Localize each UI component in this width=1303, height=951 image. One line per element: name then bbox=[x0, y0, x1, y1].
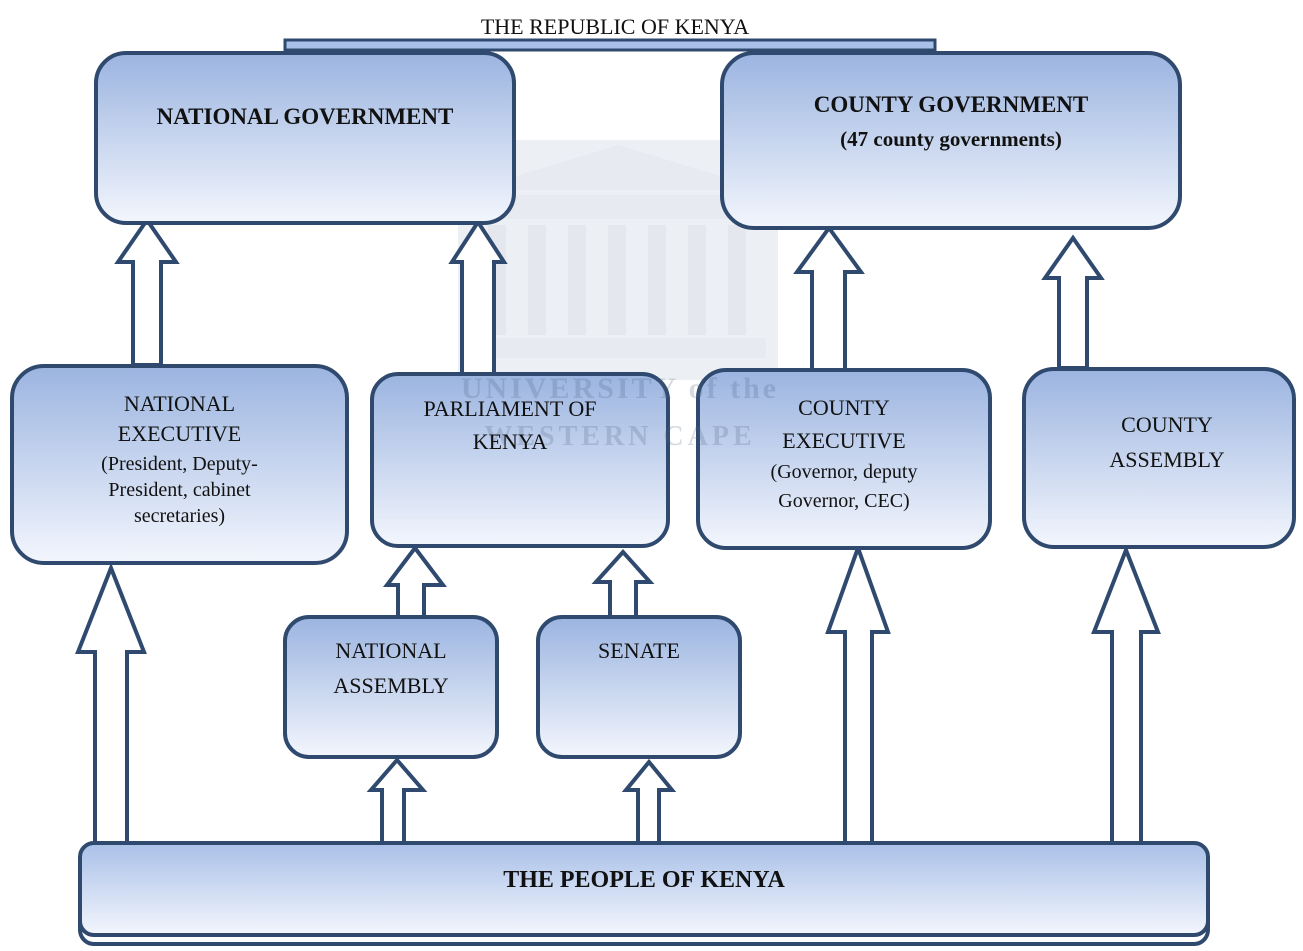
parliament-line2: KENYA bbox=[472, 428, 548, 454]
national-assembly-label: NATIONAL ASSEMBLY bbox=[285, 638, 497, 700]
national-government-label: NATIONAL GOVERNMENT bbox=[156, 104, 454, 129]
county-government-sublabel: (47 county governments) bbox=[840, 127, 1062, 151]
national-executive-line2: EXECUTIVE bbox=[117, 420, 242, 446]
county-executive-line2: EXECUTIVE bbox=[782, 427, 906, 453]
county-executive-line4: Governor, CEC) bbox=[778, 490, 910, 513]
watermark-line1: UNIVERSITY of the bbox=[461, 372, 779, 405]
university-watermark-logo bbox=[458, 140, 778, 380]
arrow-people-to-national-assembly bbox=[366, 756, 428, 847]
arrow-people-to-senate bbox=[621, 758, 677, 847]
county-assembly-label: COUNTY ASSEMBLY bbox=[1032, 412, 1302, 474]
arrow-senate-to-parliament bbox=[591, 549, 655, 619]
national-executive-line1: NATIONAL bbox=[123, 391, 236, 416]
county-government-box bbox=[720, 51, 1182, 230]
national-executive-line3: (President, Deputy- bbox=[101, 452, 258, 475]
senate-label: SENATE bbox=[598, 638, 680, 663]
parliament-line1: PARLIAMENT OF bbox=[423, 396, 597, 421]
national-assembly-line1: NATIONAL bbox=[335, 638, 447, 663]
county-executive-line3: (Governor, deputy bbox=[770, 460, 918, 483]
national-executive-line4: President, cabinet bbox=[108, 479, 251, 502]
arrow-parliament-to-national-government bbox=[448, 218, 508, 377]
arrow-people-to-national-executive bbox=[75, 562, 147, 847]
arrow-people-to-county-executive bbox=[825, 542, 891, 847]
republic-bar bbox=[283, 38, 937, 52]
county-executive-line1: COUNTY bbox=[798, 395, 890, 420]
national-assembly-box bbox=[283, 615, 499, 759]
arrow-national-executive-to-national-government bbox=[114, 216, 180, 367]
people-label: THE PEOPLE OF KENYA bbox=[503, 867, 785, 893]
county-assembly-line2: ASSEMBLY bbox=[1109, 446, 1225, 472]
county-government-label: COUNTY GOVERNMENT bbox=[813, 92, 1089, 117]
county-executive-label: COUNTY EXECUTIVE (Governor, deputy Gover… bbox=[698, 395, 990, 513]
arrow-county-executive-to-county-government bbox=[793, 224, 865, 372]
county-executive-box bbox=[696, 368, 992, 550]
national-executive-box bbox=[10, 364, 349, 565]
national-executive-line5: secretaries) bbox=[133, 505, 226, 528]
university-watermark-text: UNIVERSITY of the WESTERN CAPE bbox=[461, 372, 779, 452]
senate-box bbox=[536, 615, 742, 759]
national-executive-label: NATIONAL EXECUTIVE (President, Deputy- P… bbox=[12, 391, 347, 529]
national-government-box bbox=[94, 51, 516, 225]
parliament-label: PARLIAMENT OF KENYA bbox=[362, 396, 658, 456]
watermark-line2: WESTERN CAPE bbox=[484, 421, 755, 452]
arrow-county-assembly-to-county-government bbox=[1041, 234, 1105, 370]
arrow-national-assembly-to-parliament bbox=[382, 544, 448, 620]
arrow-people-to-county-assembly bbox=[1091, 544, 1161, 847]
national-assembly-line2: ASSEMBLY bbox=[333, 672, 449, 698]
people-band bbox=[78, 841, 1210, 937]
county-assembly-line1: COUNTY bbox=[1121, 412, 1213, 437]
diagram-title: THE REPUBLIC OF KENYA bbox=[480, 14, 750, 39]
parliament-box bbox=[370, 372, 670, 548]
county-assembly-box bbox=[1022, 367, 1296, 549]
